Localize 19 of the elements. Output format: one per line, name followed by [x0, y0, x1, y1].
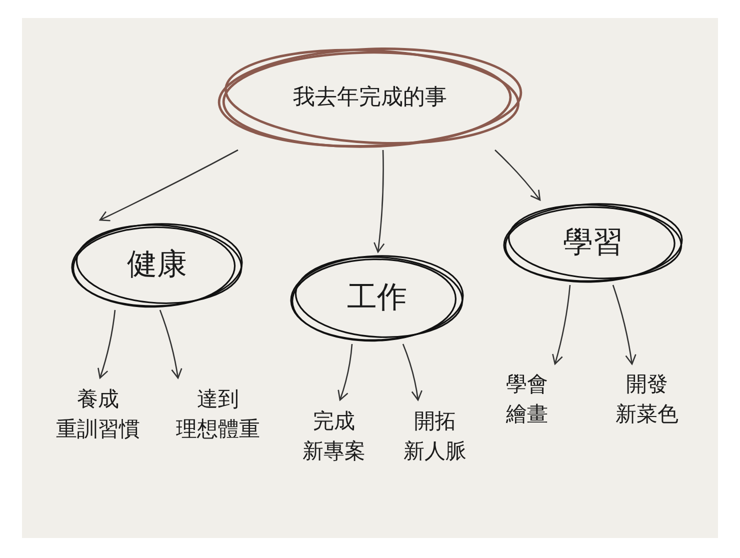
- arrow: [402, 344, 422, 401]
- arrow: [552, 284, 571, 365]
- arrow: [612, 284, 636, 365]
- arrow: [373, 150, 385, 253]
- arrow: [97, 310, 116, 379]
- item-label: 開發新菜色: [605, 364, 689, 434]
- arrow: [99, 149, 238, 222]
- item-label: 學會繪畫: [495, 364, 559, 434]
- title-label: 我去年完成的事: [293, 84, 447, 112]
- arrow: [338, 344, 353, 401]
- topic-label: 學習: [563, 224, 623, 262]
- item-label: 達到理想體重: [165, 378, 271, 450]
- item-label: 開拓新人脈: [393, 400, 477, 472]
- item-label: 養成重訓習慣: [45, 378, 151, 450]
- item-label: 完成新專案: [292, 400, 376, 472]
- topic-label: 工作: [347, 279, 407, 318]
- arrow: [159, 310, 182, 379]
- topic-label: 健康: [127, 246, 187, 284]
- arrow: [494, 150, 541, 201]
